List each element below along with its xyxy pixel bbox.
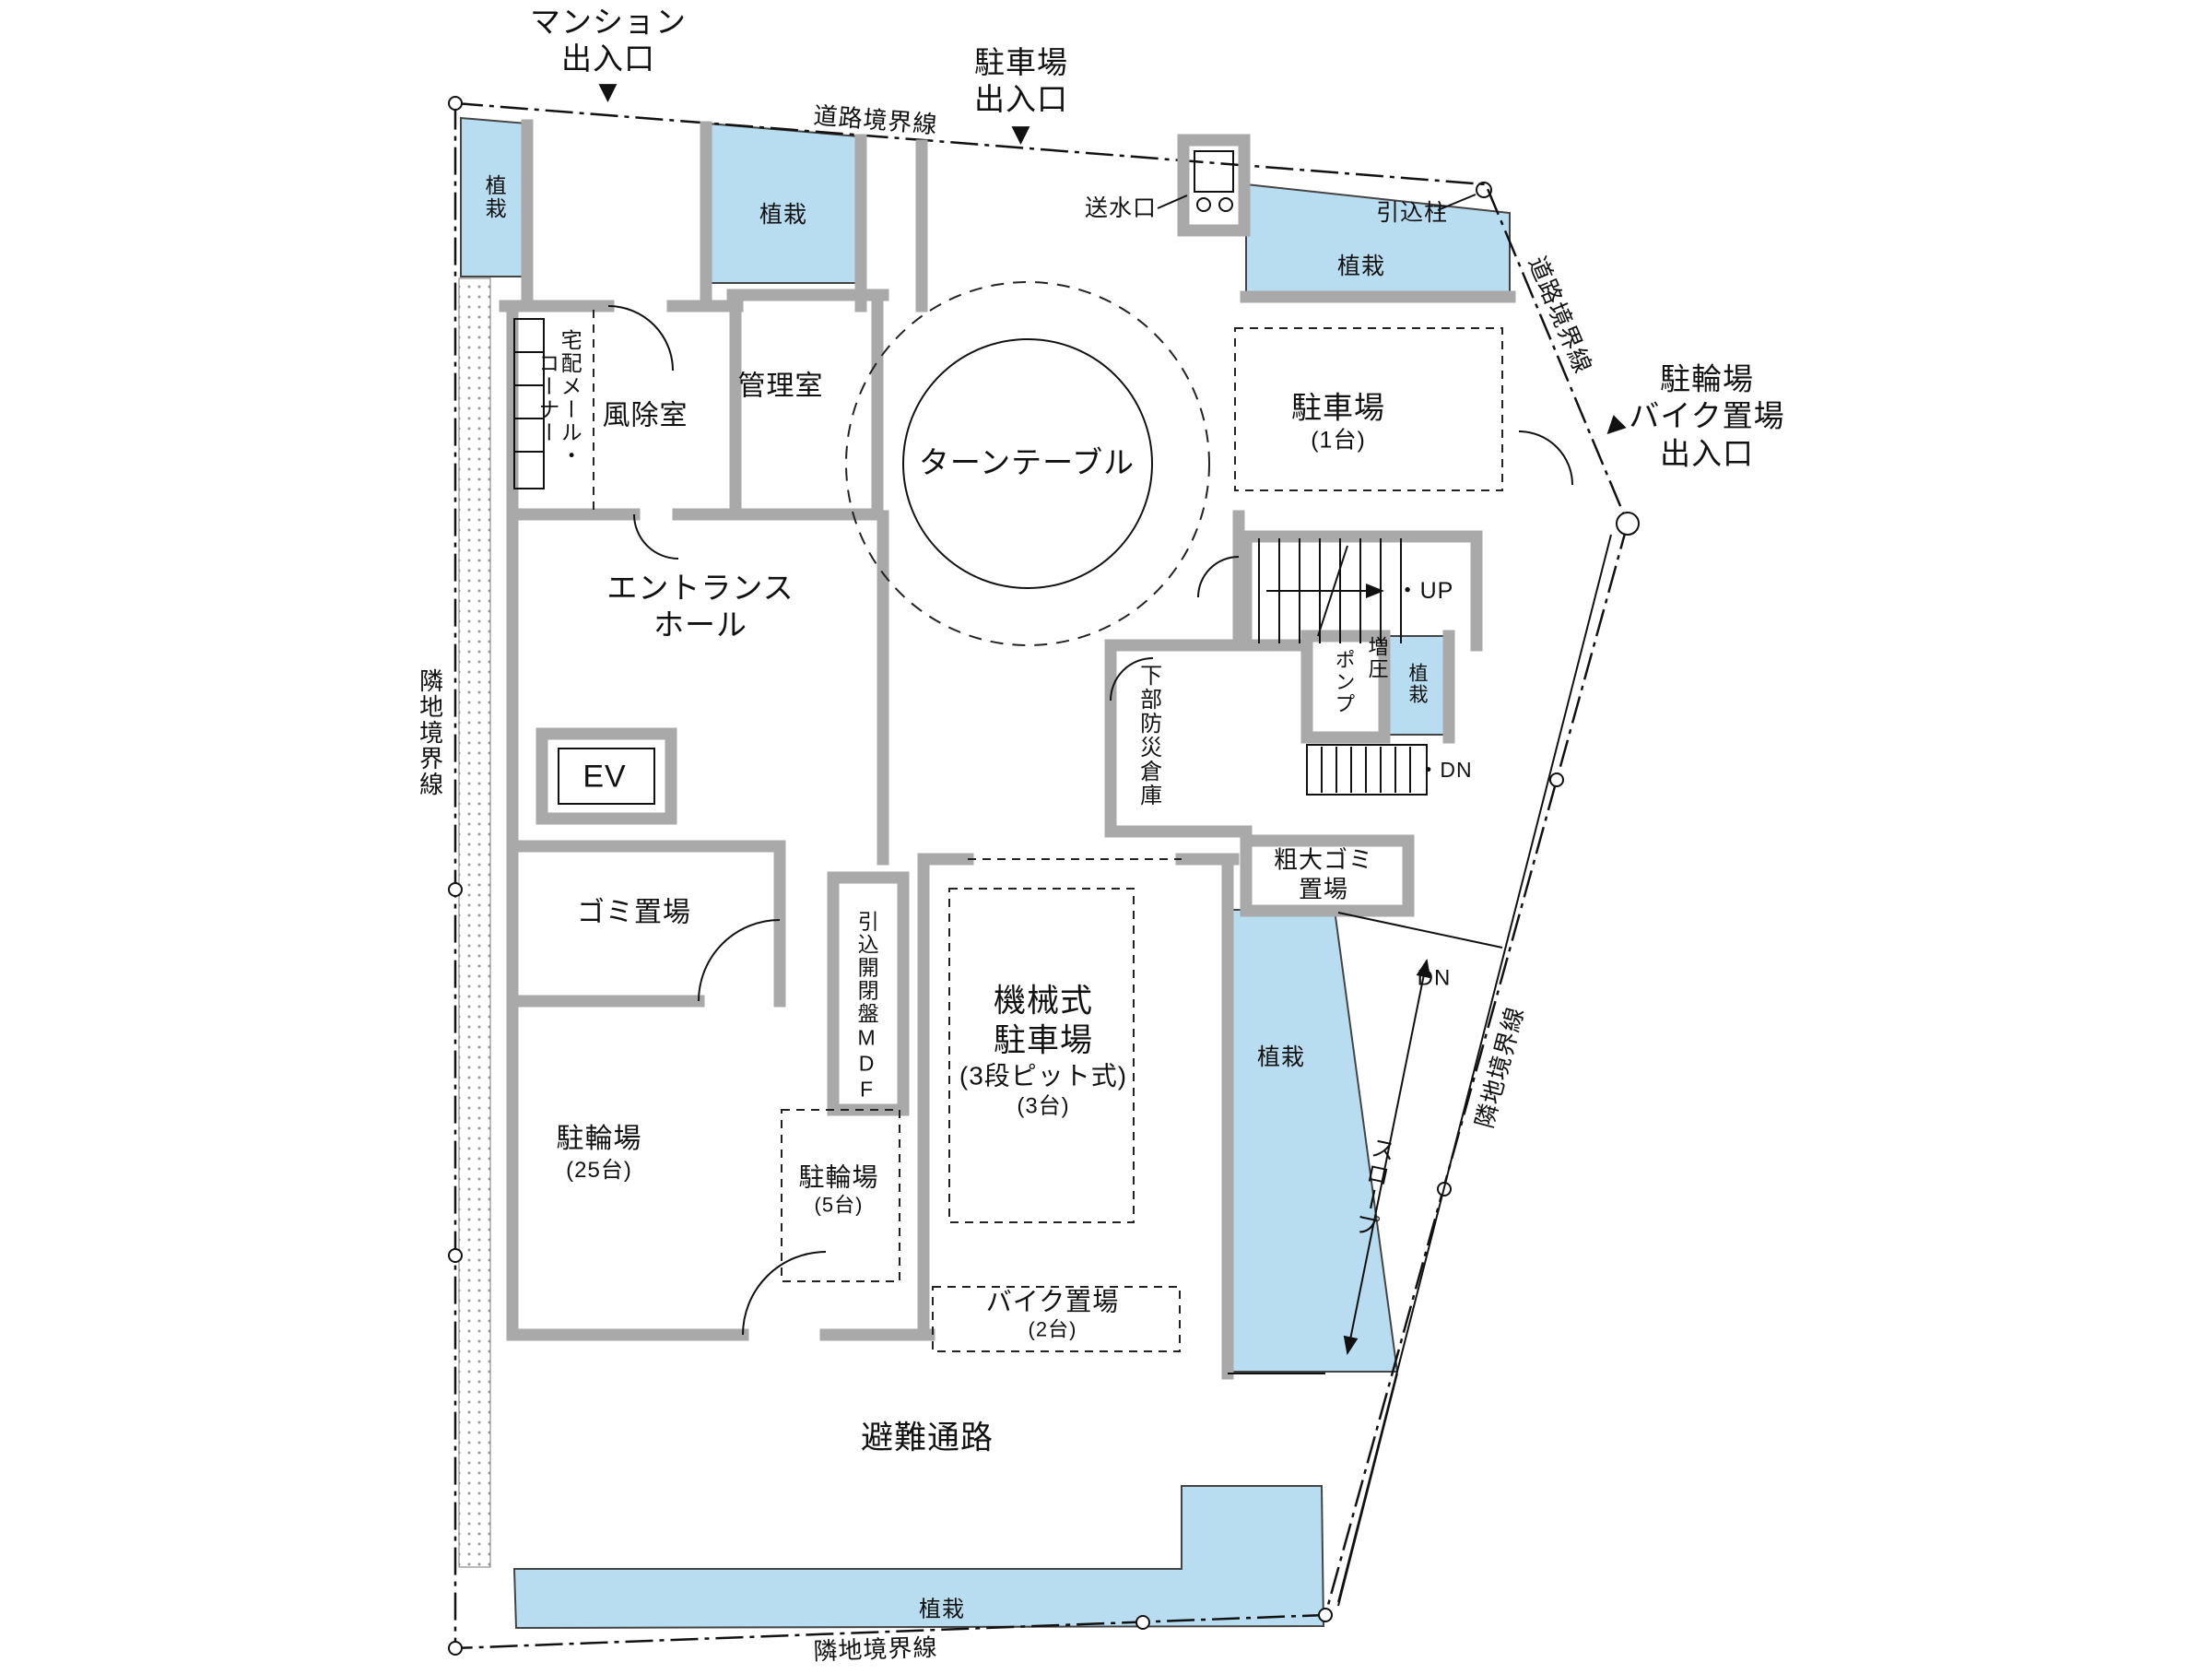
dn-slope-label: DN: [1417, 965, 1452, 991]
turntable-label: ターンテーブル: [918, 444, 1135, 479]
walls: [499, 119, 1516, 1380]
bicycle-5-label-line-1: (5台): [814, 1193, 864, 1217]
bicycle-25-label-line-0: 駐輪場: [556, 1124, 642, 1155]
detail-lines: [513, 150, 1612, 1607]
mdf-label: 引込開閉盤MDF: [854, 910, 879, 1103]
dashed-outlines: [593, 281, 1503, 1352]
bicycle-5-label: 駐輪場(5台): [798, 1162, 878, 1219]
left-hatch-strip: [458, 277, 491, 1568]
machine-parking-label: 機械式駐車場(3段ピット式) (3台): [959, 983, 1127, 1120]
road-boundary-top-label: 道路境界線: [812, 100, 939, 139]
disaster-storage-label: 下部防災倉庫: [1135, 664, 1161, 808]
pump-label: ポンプ: [1332, 649, 1356, 715]
entrance-hall-label: エントランス ホール: [606, 570, 794, 642]
planting-top-left-label: 植栽: [482, 174, 507, 220]
manager-room-label: 管理室: [737, 371, 824, 402]
boundary-markers: [448, 96, 1640, 1656]
dn-upper-label: ・DN: [1418, 757, 1473, 782]
mansion-entrance-label: マンション 出入口: [530, 4, 687, 76]
parking-entrance-arrow-icon: ▼: [1005, 116, 1038, 152]
road-boundary-right-label: 道路境界線: [1523, 252, 1597, 378]
machine-parking-label-line-1: 駐車場: [993, 1022, 1094, 1059]
planting-right-label: 植栽: [1256, 1043, 1306, 1070]
service-pole-label: 引込柱: [1375, 199, 1449, 226]
machine-parking-label-line-2: (3段ピット式): [959, 1061, 1128, 1090]
motorcycle-label-line-0: バイク置場: [985, 1287, 1120, 1316]
mail-corner-label: 宅配メール・コーナー: [535, 329, 582, 467]
planting-top-mid-label: 植栽: [759, 201, 808, 228]
parking-one-label: 駐車場(1台): [1291, 390, 1385, 455]
planting-bottom-label: 植栽: [919, 1597, 965, 1622]
boost-label: 増圧: [1365, 636, 1389, 680]
bulky-garbage-label: 粗大ゴミ 置場: [1273, 845, 1374, 902]
water-inlet-label: 送水口: [1084, 195, 1158, 221]
slope-label: スロープ: [1349, 1134, 1398, 1242]
bicycle-25-label: 駐輪場(25台): [557, 1123, 642, 1184]
machine-parking-label-line-3: (3台): [1017, 1093, 1070, 1119]
machine-parking-label-line-0: 機械式: [993, 983, 1094, 1020]
up-label: ・UP: [1395, 577, 1454, 604]
planting-top-right-label: 植栽: [1336, 253, 1386, 279]
bicycle-5-label-line-0: 駐輪場: [798, 1162, 879, 1192]
planting-bottom: [512, 1485, 1325, 1630]
evacuation-route-label: 避難通路: [860, 1420, 994, 1456]
site-boundary: [453, 101, 1630, 1650]
elevator-label: EV: [582, 759, 627, 795]
parking-one-label-line-0: 駐車場: [1291, 390, 1385, 425]
motorcycle-label: バイク置場(2台): [986, 1287, 1119, 1343]
motorcycle-label-line-1: (2台): [1028, 1317, 1077, 1341]
bike-entrance-label: 駐輪場 バイク置場 出入口: [1629, 361, 1785, 471]
garbage-room-label: ゴミ置場: [577, 897, 691, 928]
parking-entrance-label: 駐車場 出入口: [974, 44, 1068, 116]
mansion-entrance-arrow-icon: ▼: [592, 74, 625, 110]
adjacent-boundary-right-label: 隣地境界線: [1470, 1003, 1530, 1131]
parking-one-label-line-1: (1台): [1311, 427, 1366, 454]
adjacent-boundary-left-label: 隣地境界線: [416, 668, 444, 797]
adjacent-boundary-bottom-label: 隣地境界線: [812, 1633, 938, 1666]
planting-pump-label: 植栽: [1406, 663, 1429, 705]
windbreak-room-label: 風除室: [602, 400, 688, 431]
bicycle-25-label-line-1: (25台): [566, 1157, 632, 1183]
